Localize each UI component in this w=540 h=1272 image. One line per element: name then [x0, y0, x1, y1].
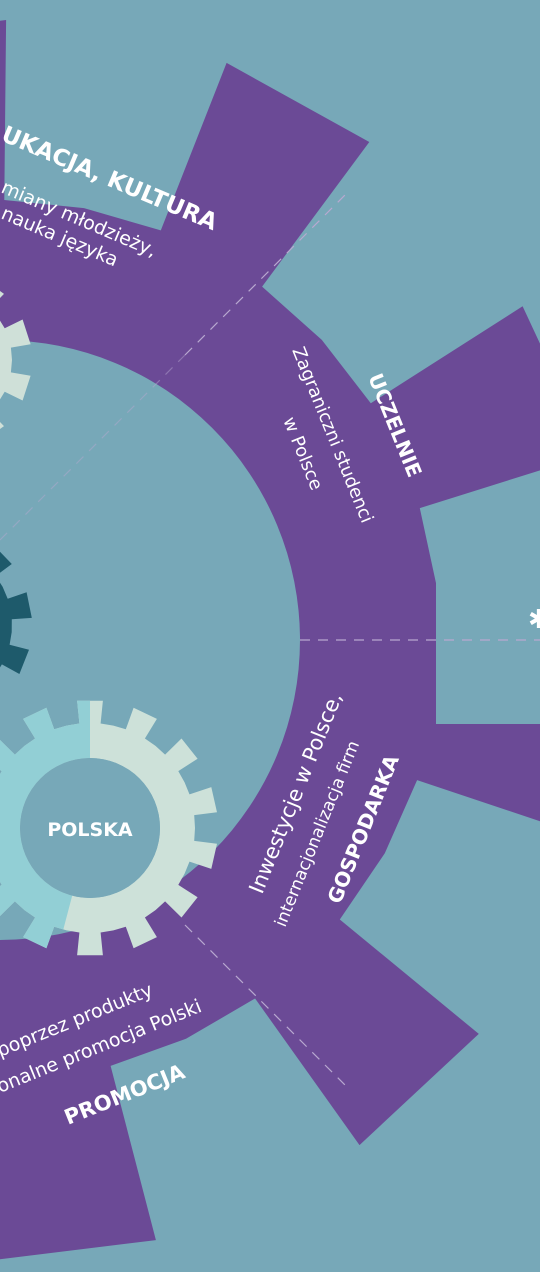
divider-inner-diagonal [0, 354, 186, 541]
edge-glyph-icon: ✱ [528, 605, 540, 635]
light-gear-partial [0, 291, 31, 429]
divider-lower [184, 924, 351, 1091]
polska-gear-cyan-half [0, 700, 90, 956]
segment-dividers [0, 189, 540, 1091]
polska-label: POLSKA [47, 819, 133, 841]
divider-upper [184, 189, 351, 356]
polska-gear-center [20, 758, 160, 898]
polska-gear: POLSKA [0, 700, 217, 956]
dark-gear-partial [0, 551, 32, 674]
big-gear-ring [0, 20, 540, 1260]
